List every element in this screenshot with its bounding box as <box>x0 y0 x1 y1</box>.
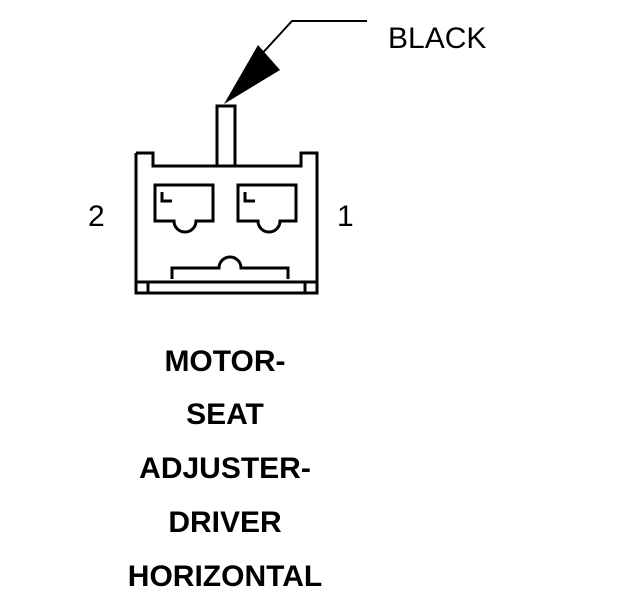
wire-stub <box>215 104 237 168</box>
connector-housing <box>134 151 319 295</box>
component-name-line: DRIVER <box>168 506 282 539</box>
pin-cavity-2 <box>153 183 215 234</box>
wire-color-label: BLACK <box>388 22 487 55</box>
component-name-line: SEAT <box>186 398 264 431</box>
leader-line <box>257 20 367 59</box>
pin-cavity-1 <box>236 183 298 234</box>
leader-arrowhead <box>224 45 280 104</box>
locking-tab <box>170 255 290 279</box>
component-name-line: MOTOR- <box>164 345 286 378</box>
pin-number-1: 1 <box>337 200 354 233</box>
component-name-line: HORIZONTAL <box>127 560 323 593</box>
pin-number-2: 2 <box>88 200 105 233</box>
component-name-line: ADJUSTER- <box>139 452 311 485</box>
